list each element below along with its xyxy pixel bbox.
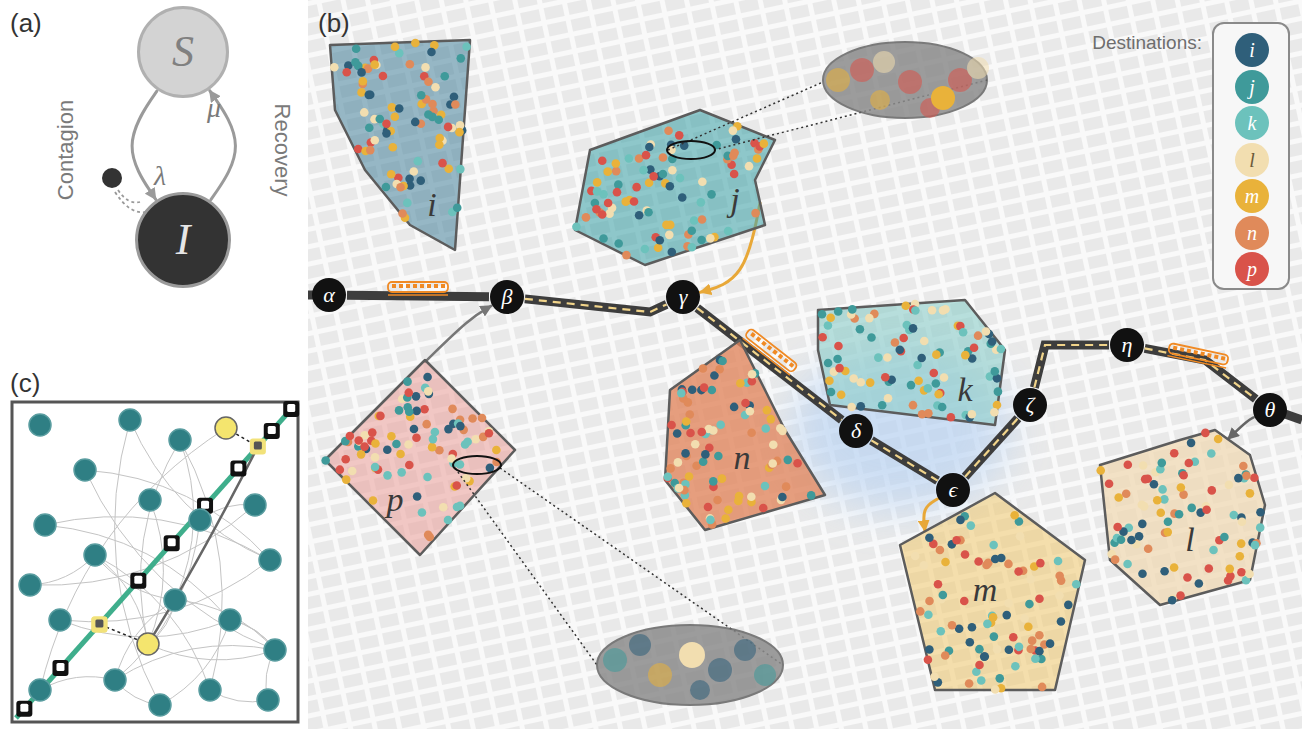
rail-segment [525,299,667,312]
rail-centerline [525,299,667,312]
node-label: β [502,286,513,308]
annotation: λ [154,162,166,190]
node-label: α [323,284,335,306]
legend-swatch: i [1235,33,1269,67]
legend-title: Destinations: [1092,33,1202,52]
region-label: m [973,573,998,607]
region-label: l [1185,523,1194,557]
rail-centerline [1034,345,1109,388]
station-node: θ [1253,393,1287,427]
station-node: γ [666,280,700,314]
station-node: β [490,280,524,314]
rail-centerline [965,418,1018,476]
train-icon [388,282,1229,375]
region-outline [327,37,473,253]
infected-state: I [135,192,231,288]
region-label: j [730,183,739,217]
node-label: ϵ [949,479,958,501]
legend-swatch: p [1235,252,1269,286]
travel-arrow [1228,417,1254,439]
legend-label: m [1245,186,1259,206]
region-outline [322,357,518,558]
region-outline [572,107,778,268]
legend-swatch: k [1235,106,1269,140]
zoom-bubble [667,42,989,159]
travel-arrow [132,91,157,199]
annotation: Contagion [55,100,77,200]
legend-label: l [1249,150,1255,170]
annotation: Recovery [271,104,293,197]
zoom-bubble [453,456,783,705]
panel-label: (c) [10,370,40,396]
annotation: μ [207,94,221,122]
rail-track [1285,414,1302,420]
legend-label: j [1249,77,1255,97]
node-label: γ [679,286,688,308]
destination-region: k [818,300,1005,425]
rail-segment [1145,348,1256,399]
panel-label: (b) [318,10,350,36]
region-outline [815,297,1008,428]
region-label: k [957,373,972,407]
rail-centerline [871,440,937,480]
destination-region: j [575,110,775,265]
network-graph [16,401,299,718]
station-node: δ [839,414,873,448]
station-node: ϵ [936,473,970,507]
node-label: η [1122,334,1133,356]
legend-label: p [1247,259,1257,279]
node-label: I [176,218,191,262]
rail-segment [1034,345,1109,388]
region-label: p [387,483,404,517]
travel-arrow [425,306,491,362]
panel-label: (a) [10,10,42,36]
station-node: ζ [1013,388,1047,422]
legend-label: i [1249,40,1255,60]
rail-segment [965,418,1018,476]
rail-centerline [1145,348,1256,399]
region-outline [1097,427,1268,608]
destination-region: p [325,360,515,555]
region-outline [662,337,828,533]
destination-region: i [330,40,470,250]
node-label: θ [1265,399,1276,421]
city-map [308,0,1302,729]
legend-label: k [1248,113,1257,133]
legend-swatch: n [1235,216,1269,250]
legend-swatch: m [1235,179,1269,213]
region-label: i [427,188,436,222]
region-label: n [734,441,751,475]
station-node: η [1110,328,1144,362]
legend-swatch: j [1235,70,1269,104]
rail-segment [347,295,489,297]
legend-swatch: l [1235,143,1269,177]
node-label: S [172,30,194,74]
node-label: δ [851,420,861,442]
rail-segment [871,440,937,480]
station-node: α [312,278,346,312]
destination-region: l [1100,430,1265,605]
legend-label: n [1247,223,1257,243]
network-panel [12,402,298,722]
susceptible-state: S [137,6,229,98]
infection-dot [102,168,146,212]
node-label: ζ [1026,394,1035,416]
legend-box: ijklmnp [1212,22,1290,290]
destination-region: n [665,340,825,530]
destination-region: m [900,493,1085,690]
